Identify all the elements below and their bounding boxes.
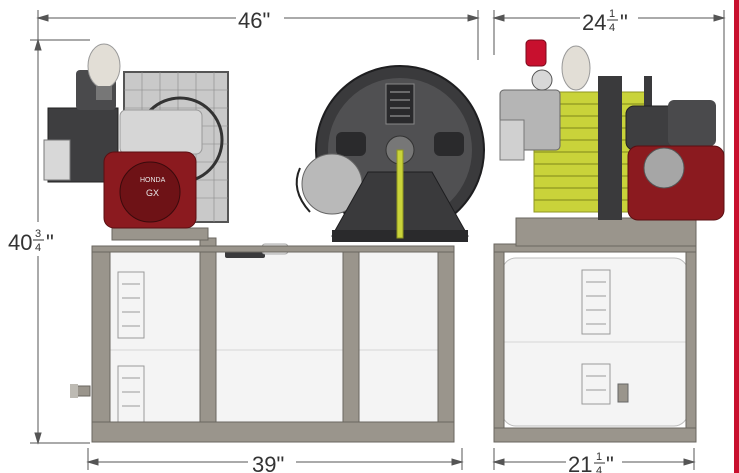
side-frame: [493, 217, 697, 443]
engine-brand-label: HONDA: [140, 177, 166, 184]
svg-text:": ": [620, 10, 628, 35]
front-hose-reel: [295, 65, 485, 242]
svg-text:1: 1: [596, 451, 602, 463]
svg-text:4: 4: [609, 22, 615, 34]
svg-text:21: 21: [568, 452, 592, 473]
side-pump-engine: [499, 39, 725, 221]
dim-side-width: 24 1 4 ": [582, 8, 628, 35]
engine-model-label: GX: [146, 188, 159, 198]
svg-text:3: 3: [35, 228, 41, 240]
accent-border: [734, 0, 739, 473]
front-tank: [70, 243, 446, 433]
front-engine: HONDA GX: [43, 43, 229, 229]
svg-text:40: 40: [8, 230, 32, 255]
side-tank: [501, 257, 689, 427]
dim-height: 40 3 4 ": [8, 228, 54, 255]
front-frame: [91, 227, 455, 443]
dim-side-base-width: 21 1 4 ": [568, 451, 614, 473]
svg-text:4: 4: [596, 465, 602, 473]
svg-text:1: 1: [609, 8, 615, 20]
dim-base-length: 39": [252, 452, 284, 473]
svg-text:24: 24: [582, 10, 606, 35]
svg-text:": ": [46, 230, 54, 255]
svg-text:4: 4: [35, 242, 41, 254]
svg-text:": ": [606, 452, 614, 473]
dim-overall-width: 46": [238, 8, 270, 33]
